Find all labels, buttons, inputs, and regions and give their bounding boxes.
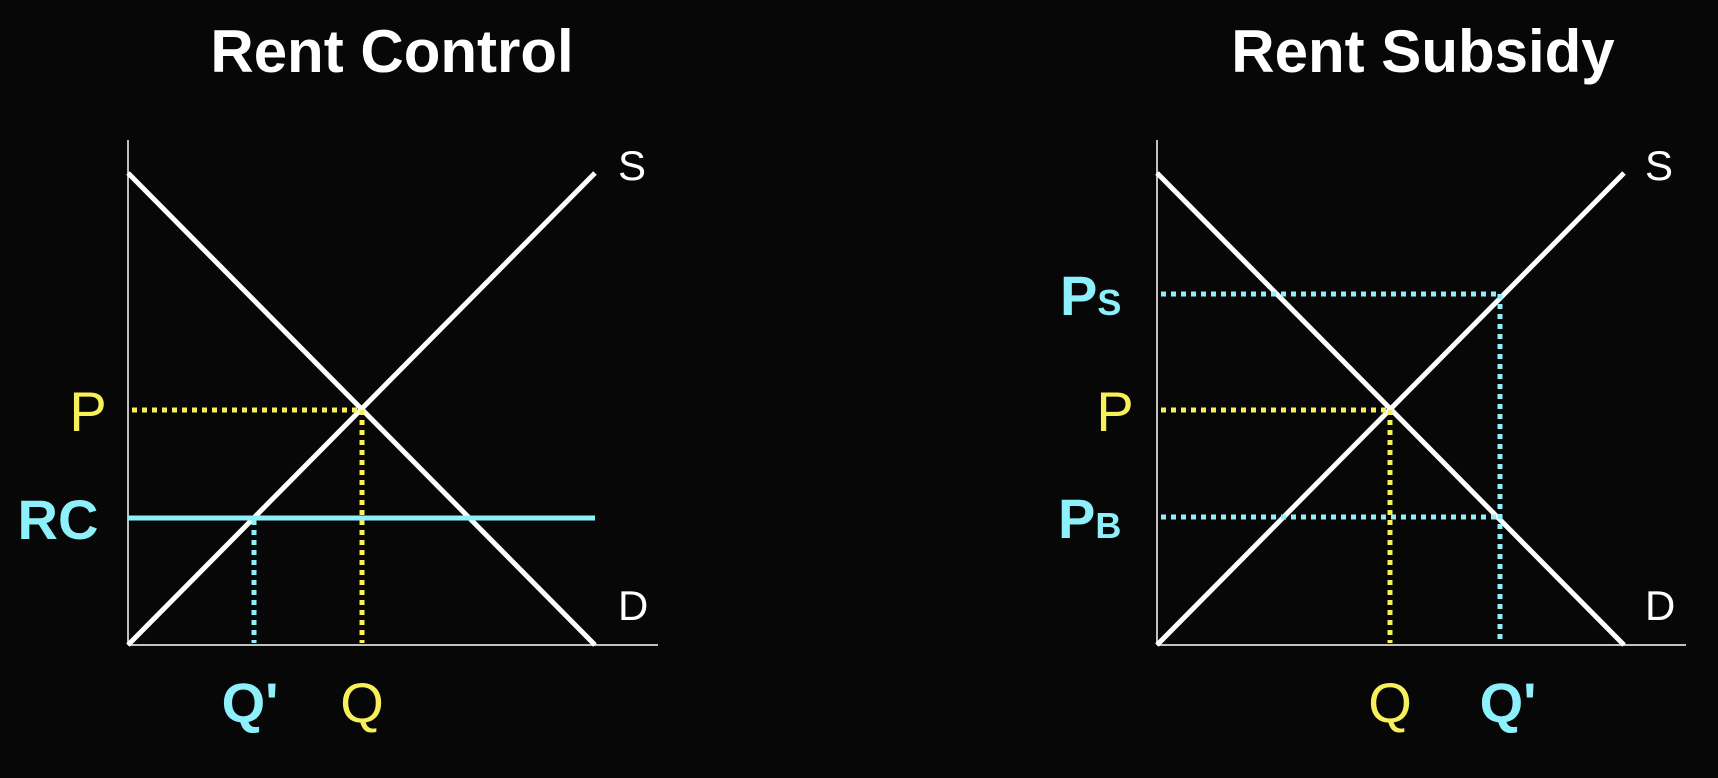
- rent-subsidy-panel: Rent Subsidy S D PS P PB Q Q': [1058, 18, 1686, 734]
- rc-demand-label: D: [618, 582, 648, 629]
- rc-q-prime-label: Q': [222, 671, 279, 734]
- rs-seller-price-main: P: [1060, 264, 1097, 327]
- rs-demand-label: D: [1645, 582, 1675, 629]
- rent-control-panel: Rent Control S D P RC Q' Q: [18, 18, 658, 734]
- rc-q-label: Q: [340, 671, 384, 734]
- rent-subsidy-title: Rent Subsidy: [1231, 18, 1615, 85]
- rs-q-label: Q: [1368, 671, 1412, 734]
- rs-buyer-price-main: P: [1058, 487, 1095, 550]
- rc-price-label: P: [69, 380, 106, 443]
- rc-rent-control-label: RC: [18, 488, 99, 551]
- rent-control-title: Rent Control: [210, 18, 573, 85]
- rs-supply-curve: [1155, 171, 1626, 647]
- rs-buyer-price-sub: B: [1095, 505, 1121, 546]
- rc-supply-label: S: [618, 142, 646, 189]
- rs-seller-price-sub: S: [1097, 282, 1121, 323]
- rs-seller-price-label: PS: [1060, 264, 1121, 327]
- rc-supply-curve: [126, 171, 597, 647]
- rs-price-label: P: [1096, 380, 1133, 443]
- rs-supply-label: S: [1645, 142, 1673, 189]
- rs-q-prime-label: Q': [1480, 671, 1537, 734]
- rs-buyer-price-label: PB: [1058, 487, 1121, 550]
